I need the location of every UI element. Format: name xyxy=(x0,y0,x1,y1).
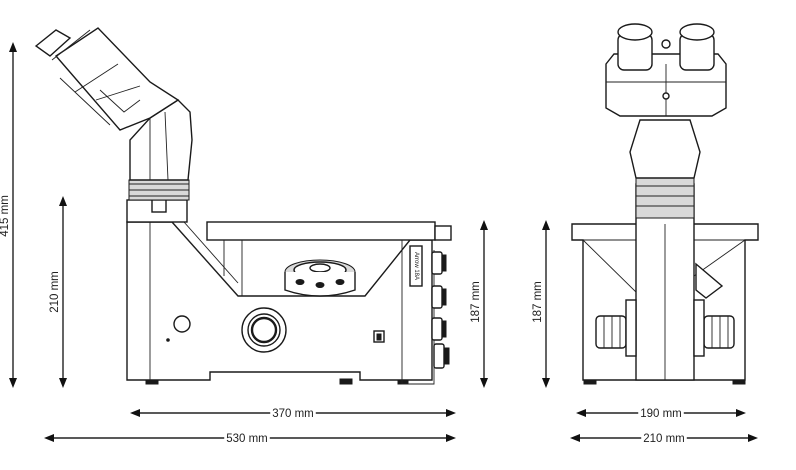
front-view-microscope xyxy=(571,23,759,385)
dim-370-label: 370 mm xyxy=(272,408,314,420)
stage-plate xyxy=(206,221,436,241)
dim-210-label: 210 mm xyxy=(49,271,61,313)
side-view-microscope: Arrow 18A xyxy=(34,27,452,385)
dim-530-label: 530 mm xyxy=(226,433,268,445)
dim-210-front: 210 mm xyxy=(570,432,758,446)
dim-530: 530 mm xyxy=(44,432,456,446)
dim-370: 370 mm xyxy=(130,407,456,421)
dim-187-side-label: 187 mm xyxy=(470,281,482,323)
dim-190-label: 190 mm xyxy=(640,408,682,420)
dim-187-front: 187 mm xyxy=(531,220,550,388)
front-knob-right xyxy=(703,315,735,349)
dim-210-front-label: 210 mm xyxy=(643,433,685,445)
focus-knob-upper xyxy=(431,251,443,275)
dim-187-side: 187 mm xyxy=(469,220,488,388)
front-nosepiece xyxy=(695,262,724,299)
foot-pad-mid xyxy=(339,378,353,385)
dim-415-label: 415 mm xyxy=(0,195,11,237)
focus-knob-lower xyxy=(431,317,443,341)
binocular-head xyxy=(129,99,193,181)
dim-415: 415 mm xyxy=(0,42,17,388)
stage-label-plate xyxy=(409,245,423,287)
eyepiece-cap xyxy=(34,29,72,57)
control-column xyxy=(401,240,435,385)
focus-knob-mid xyxy=(431,285,443,309)
focus-knob-bottom xyxy=(433,343,445,369)
dim-187-front-label: 187 mm xyxy=(532,281,544,323)
stage-right-block xyxy=(434,225,452,241)
front-collar xyxy=(635,177,695,219)
stage-label: Arrow 18A xyxy=(413,252,419,280)
eyepiece-tube xyxy=(54,27,180,131)
power-button xyxy=(173,315,191,333)
base-body xyxy=(126,221,433,381)
front-neck xyxy=(629,119,701,179)
front-knob-left xyxy=(595,315,627,349)
dim-190: 190 mm xyxy=(576,407,746,421)
dim-210: 210 mm xyxy=(48,196,67,388)
